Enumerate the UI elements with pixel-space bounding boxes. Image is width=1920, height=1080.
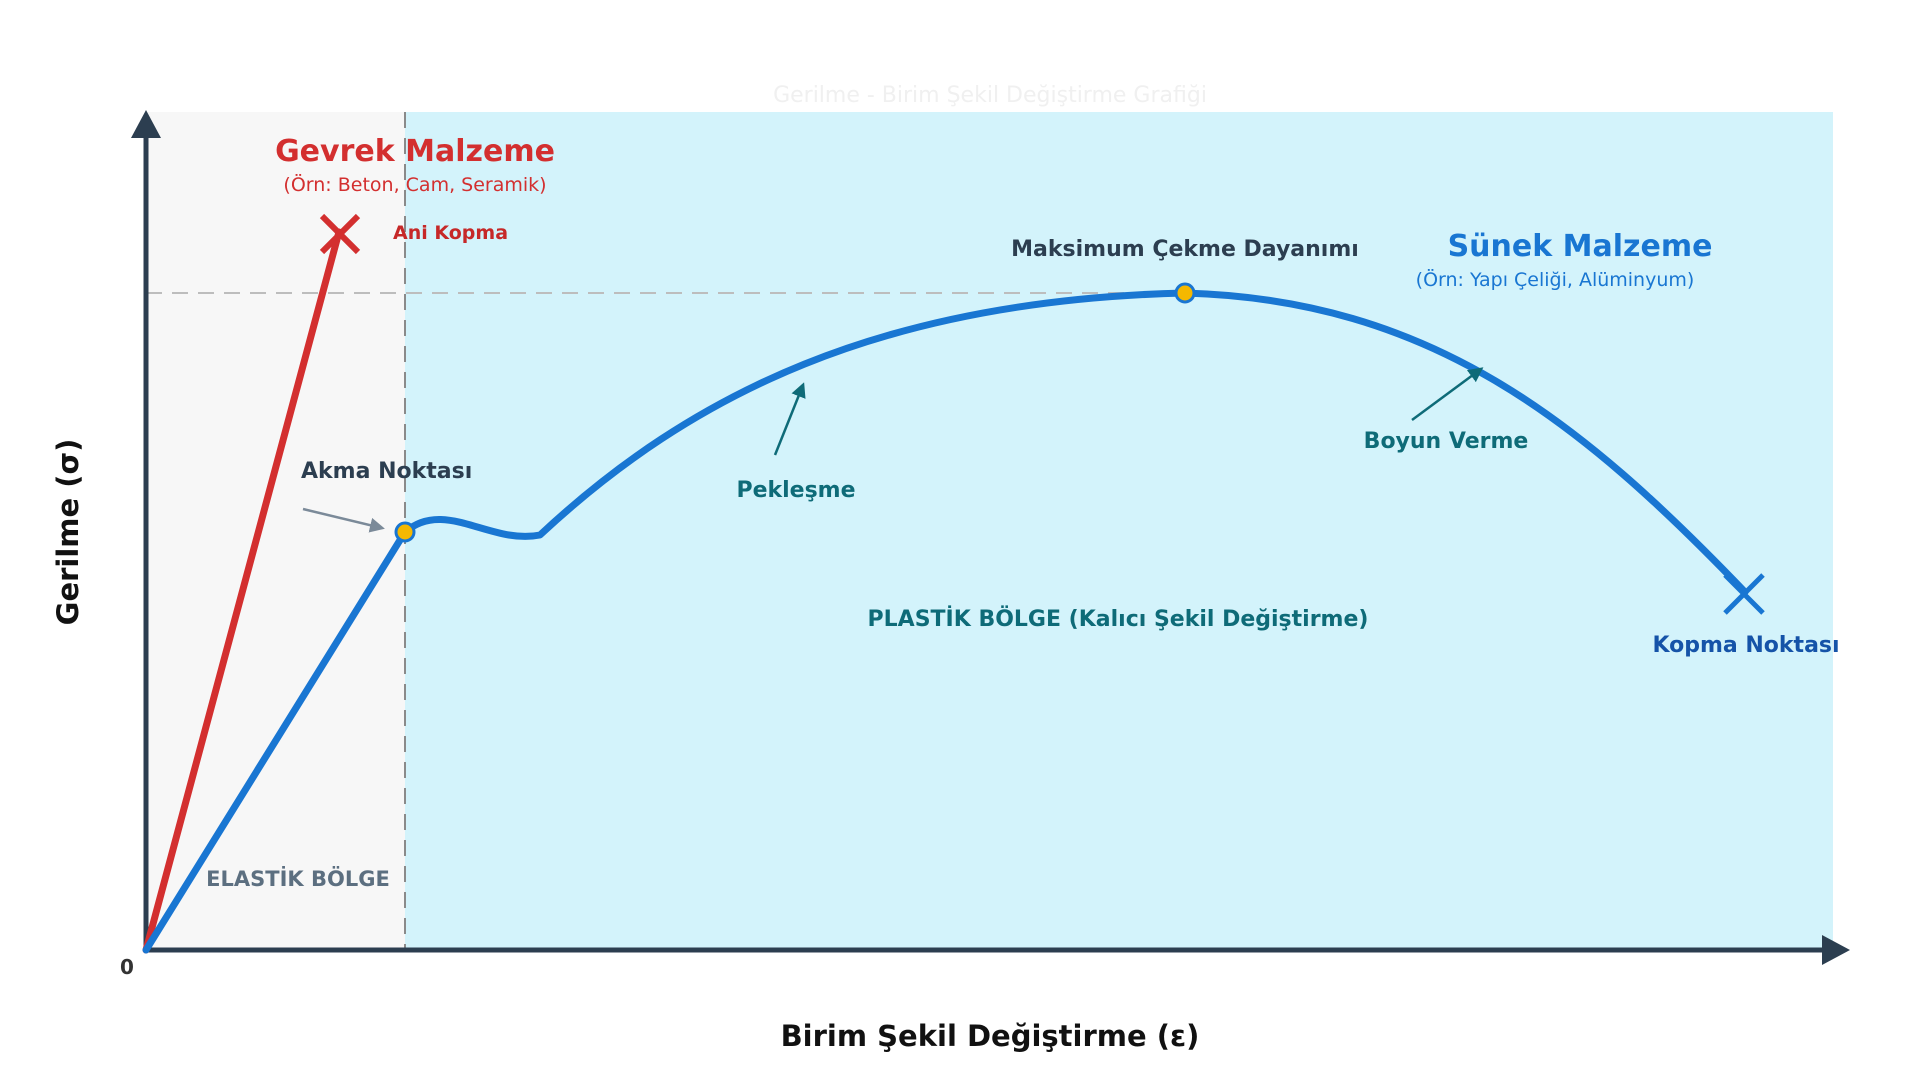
yield-pointer-arrow <box>302 507 385 533</box>
hardening-label: Pekleşme <box>736 478 855 503</box>
uts-label: Maksimum Çekme Dayanımı <box>1011 237 1359 262</box>
brittle-fracture-marker <box>319 213 361 255</box>
brittle-curve <box>142 228 343 954</box>
origin-label: 0 <box>120 955 134 979</box>
plastic-region-label: PLASTİK BÖLGE (Kalıcı Şekil Değiştirme) <box>868 606 1369 632</box>
yield-point-label: Akma Noktası <box>301 459 472 484</box>
uts-point-marker <box>1174 282 1196 304</box>
x-axis-arrowhead <box>1822 935 1850 965</box>
x-axis-label: Birim Şekil Değiştirme (ε) <box>781 1019 1200 1053</box>
elastic-region-label: ELASTİK BÖLGE <box>206 866 390 891</box>
necking-label: Boyun Verme <box>1364 429 1529 454</box>
brittle-subtitle: (Örn: Beton, Cam, Seramik) <box>283 173 546 196</box>
ductile-title: Sünek Malzeme <box>1448 229 1713 264</box>
necking-pointer-arrow <box>1411 367 1484 422</box>
hardening-pointer-arrow <box>773 382 806 456</box>
ductile-fracture-marker <box>1723 573 1765 615</box>
elastic-region <box>146 112 405 950</box>
ductile-subtitle: (Örn: Yapı Çeliği, Alüminyum) <box>1416 268 1695 291</box>
plastic-region <box>405 112 1833 950</box>
y-axis-label: Gerilme (σ) <box>51 439 85 626</box>
y-axis-arrowhead <box>131 110 161 138</box>
yield-point-marker <box>394 521 416 543</box>
ductile-fracture-label: Kopma Noktası <box>1652 633 1839 658</box>
brittle-fracture-label: Ani Kopma <box>393 222 508 244</box>
chart-title: Gerilme - Birim Şekil Değiştirme Grafiği <box>773 83 1207 108</box>
brittle-title: Gevrek Malzeme <box>275 134 555 169</box>
ductile-curve <box>142 289 1749 954</box>
